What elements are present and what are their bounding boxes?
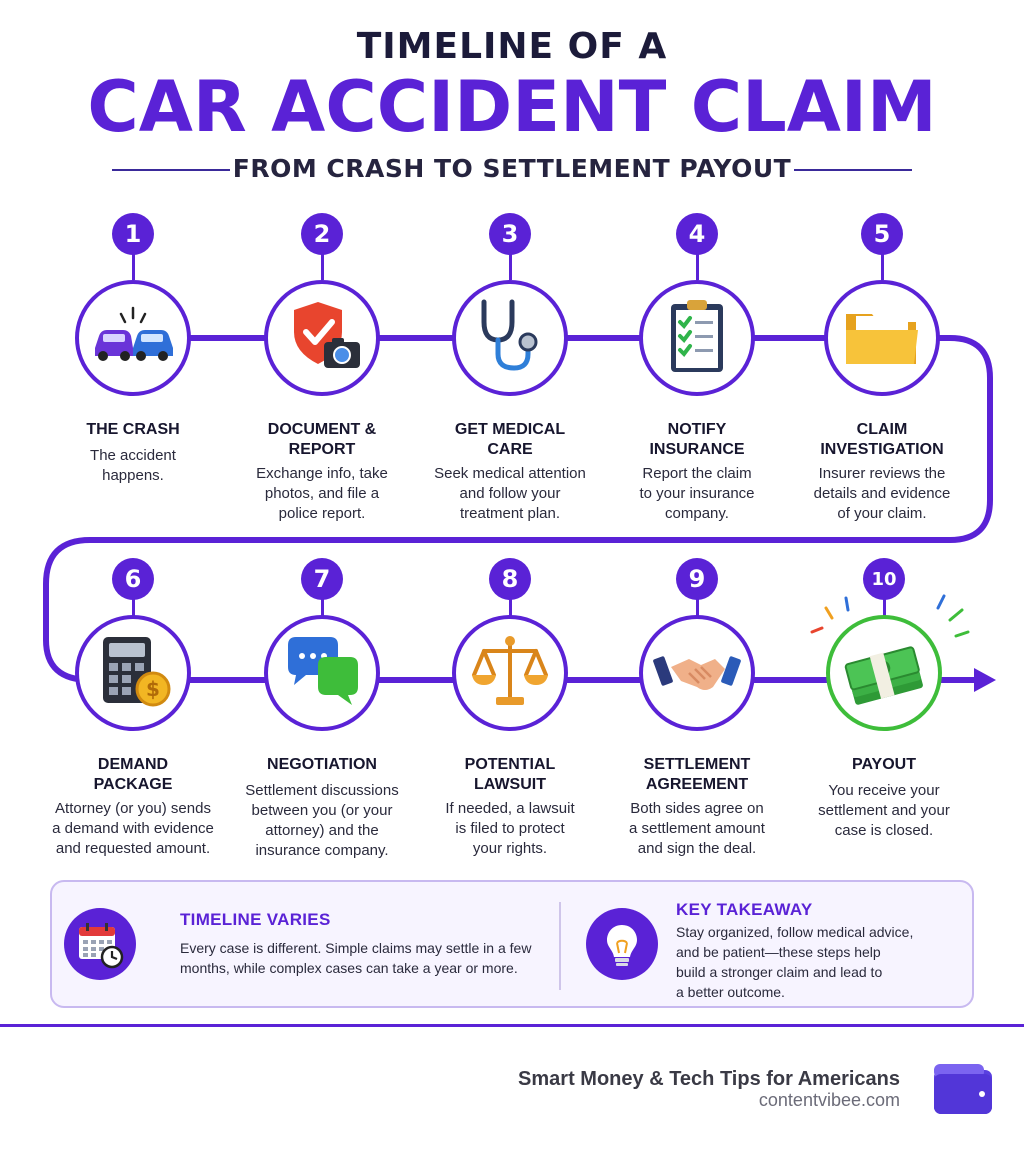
info-panel: TIMELINE VARIES Every case is different.… — [50, 880, 974, 1008]
calculator-coin-icon: $ — [89, 627, 177, 720]
timeline-arrowhead — [974, 668, 996, 692]
step-number-badge: 3 — [489, 213, 531, 255]
title-line-2: CAR ACCIDENT CLAIM — [87, 66, 937, 148]
step-number-badge: 5 — [861, 213, 903, 255]
step-title: NEGOTIATION — [267, 756, 377, 773]
step-number-badge: 2 — [301, 213, 343, 255]
step-icon-ring — [639, 280, 755, 396]
step-icon-ring — [264, 280, 380, 396]
scales-of-justice-icon — [466, 627, 554, 720]
step-number-badge: 1 — [112, 213, 154, 255]
timeline-varies-text: Every case is different. Simple claims m… — [180, 940, 532, 976]
step-stem — [131, 599, 135, 625]
step-icon-ring — [826, 615, 942, 731]
step-title: PAYOUT — [851, 756, 916, 773]
step-icon-ring — [264, 615, 380, 731]
panel-divider — [559, 902, 561, 990]
lightbulb-icon — [586, 908, 658, 980]
folder-icon — [838, 292, 926, 385]
step-icon-ring — [824, 280, 940, 396]
subtitle-rule-left — [112, 169, 230, 171]
step-stem — [320, 599, 324, 625]
footer-brand: Smart Money & Tech Tips for Americans — [518, 1068, 900, 1090]
step-number-badge: 10 — [863, 558, 905, 600]
step-stem — [320, 254, 324, 280]
step-title: THE CRASH — [86, 421, 180, 438]
stethoscope-icon — [466, 292, 554, 385]
step-stem — [695, 599, 699, 625]
step-number-badge: 6 — [112, 558, 154, 600]
wallet-icon — [934, 1064, 992, 1114]
step-number-badge: 4 — [676, 213, 718, 255]
subtitle-rule-right — [794, 169, 912, 171]
subtitle: FROM CRASH TO SETTLEMENT PAYOUT — [232, 154, 792, 183]
step-icon-ring — [75, 280, 191, 396]
footer-url[interactable]: contentvibee.com — [758, 1090, 900, 1110]
step-icon-ring — [452, 615, 568, 731]
step-icon-ring: $ — [75, 615, 191, 731]
car-crash-icon — [89, 292, 177, 385]
handshake-icon — [653, 627, 741, 720]
svg-text:$: $ — [146, 677, 160, 701]
step-stem — [508, 599, 512, 625]
step-title: DOCUMENT &REPORT — [267, 421, 377, 458]
chat-bubbles-icon — [278, 627, 366, 720]
step-icon-ring — [452, 280, 568, 396]
step-number-badge: 7 — [301, 558, 343, 600]
title-line-1: TIMELINE OF A — [356, 26, 668, 67]
step-stem — [882, 599, 886, 625]
step-stem — [695, 254, 699, 280]
timeline-connector — [43, 335, 996, 692]
step-icon-ring — [639, 615, 755, 731]
key-takeaway-text: Stay organized, follow medical advice, a… — [676, 924, 914, 1000]
payout-sparkles — [810, 594, 970, 638]
step-stem — [508, 254, 512, 280]
clipboard-checklist-icon — [653, 292, 741, 385]
step-number-badge: 8 — [489, 558, 531, 600]
step-number-badge: 9 — [676, 558, 718, 600]
key-takeaway-title: KEY TAKEAWAY — [676, 900, 813, 919]
cash-stack-icon — [840, 627, 928, 720]
footer-rule — [0, 1024, 1024, 1027]
step-stem — [880, 254, 884, 280]
calendar-clock-icon — [64, 908, 136, 980]
step-stem — [131, 254, 135, 280]
timeline-varies-title: TIMELINE VARIES — [180, 910, 331, 929]
shield-camera-icon — [278, 292, 366, 385]
